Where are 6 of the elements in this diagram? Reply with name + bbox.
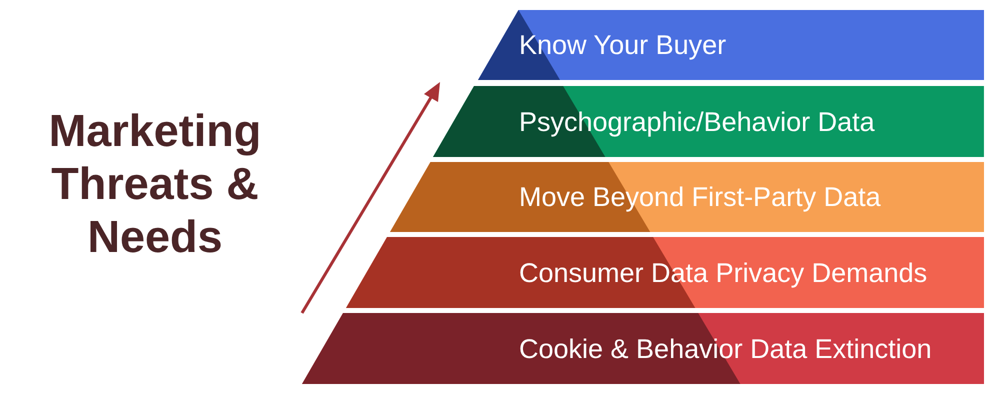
band-label: Cookie & Behavior Data Extinction	[518, 332, 932, 364]
band-label: Consumer Data Privacy Demands	[518, 256, 928, 288]
band-label: Psychographic/Behavior Data	[518, 106, 875, 138]
title: Marketing Threats & Needs	[48, 104, 262, 263]
band-label: Know Your Buyer	[518, 29, 726, 61]
band-label: Move Beyond First-Party Data	[518, 181, 881, 213]
